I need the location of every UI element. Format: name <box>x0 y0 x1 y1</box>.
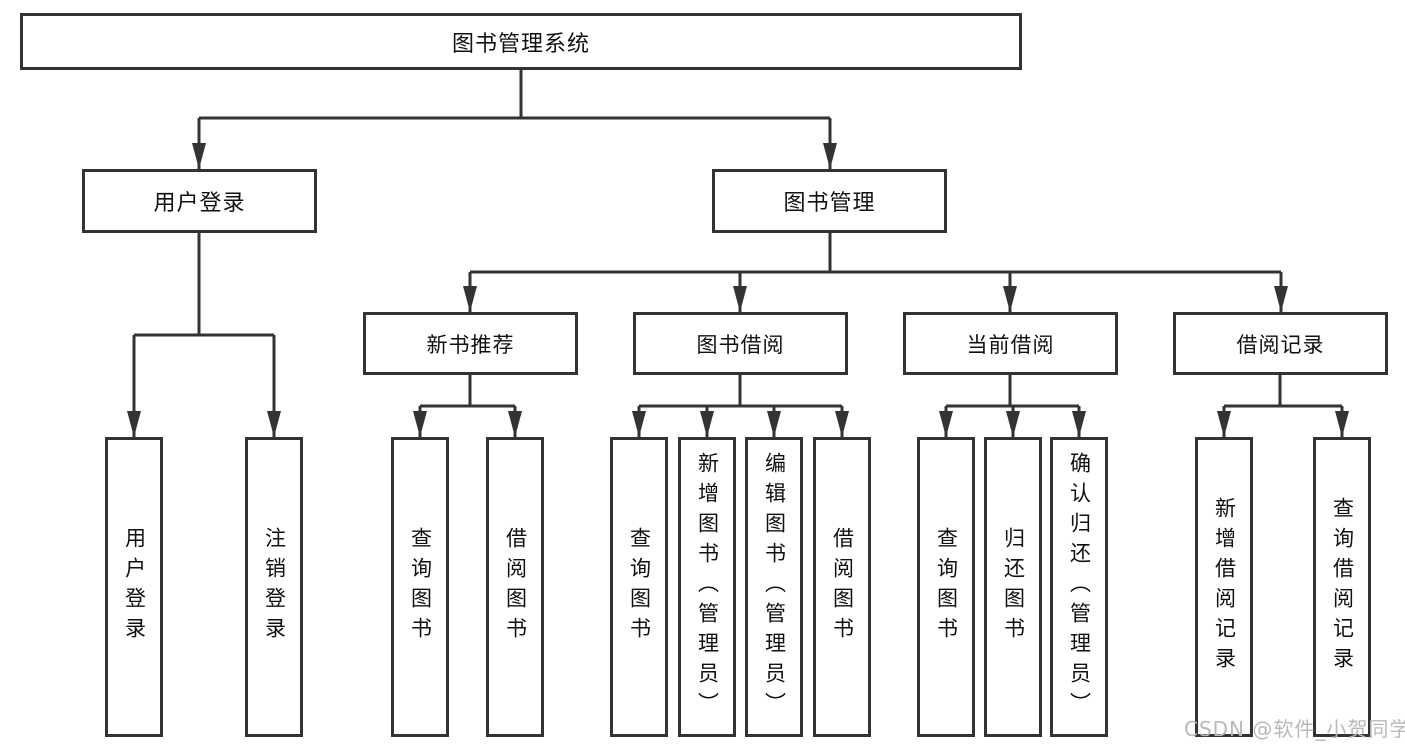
connector-new-book-spine <box>420 375 515 408</box>
leaf-logout: 注销登录 <box>245 437 303 737</box>
leaf-label: 借阅图书 <box>503 527 528 647</box>
leaf-label: 查询图书 <box>934 527 959 647</box>
leaf-label: 确认归还（管理员） <box>1067 452 1092 722</box>
connector-borrow-records-spine <box>1224 375 1342 408</box>
connector-book-borrow-spine <box>639 375 842 408</box>
leaf-query-borrow-record: 查询借阅记录 <box>1313 437 1371 737</box>
node-book-borrow: 图书借阅 <box>633 312 848 375</box>
leaf-label: 归还图书 <box>1001 527 1026 647</box>
leaf-label: 查询图书 <box>627 527 652 647</box>
leaf-label: 借阅图书 <box>830 527 855 647</box>
leaf-add-borrow-record: 新增借阅记录 <box>1195 437 1253 737</box>
leaf-add-books-admin: 新增图书（管理员） <box>678 437 736 737</box>
leaf-borrow-books: 借阅图书 <box>813 437 871 737</box>
leaf-label: 注销登录 <box>262 527 287 647</box>
node-current-borrow: 当前借阅 <box>903 312 1118 375</box>
leaf-label: 查询借阅记录 <box>1330 497 1355 677</box>
connector-book-mgmt-spine <box>470 233 1281 274</box>
node-borrow-records: 借阅记录 <box>1173 312 1388 375</box>
leaf-label: 新增借阅记录 <box>1212 497 1237 677</box>
leaf-label: 查询图书 <box>408 527 433 647</box>
node-user-login: 用户登录 <box>82 169 317 233</box>
leaf-confirm-return-admin: 确认归还（管理员） <box>1050 437 1108 737</box>
leaf-label: 新增图书（管理员） <box>695 452 720 722</box>
leaf-current-query-books: 查询图书 <box>917 437 975 737</box>
connector-current-borrow-spine <box>946 375 1079 408</box>
node-book-management: 图书管理 <box>712 169 947 233</box>
connector-user-login-spine <box>134 233 274 337</box>
node-root-system: 图书管理系统 <box>20 13 1022 70</box>
node-new-book-recommend: 新书推荐 <box>363 312 578 375</box>
leaf-recommend-borrow-books: 借阅图书 <box>486 437 544 737</box>
connector-root-spine <box>199 69 830 120</box>
leaf-recommend-query-books: 查询图书 <box>391 437 449 737</box>
leaf-label: 用户登录 <box>122 527 147 647</box>
leaf-user-login: 用户登录 <box>105 437 163 737</box>
leaf-label: 编辑图书（管理员） <box>762 452 787 722</box>
leaf-edit-books-admin: 编辑图书（管理员） <box>745 437 803 737</box>
leaf-borrow-query-books: 查询图书 <box>610 437 668 737</box>
csdn-watermark: CSDN @软件_小贺同学 <box>1184 717 1405 741</box>
leaf-return-books: 归还图书 <box>984 437 1042 737</box>
